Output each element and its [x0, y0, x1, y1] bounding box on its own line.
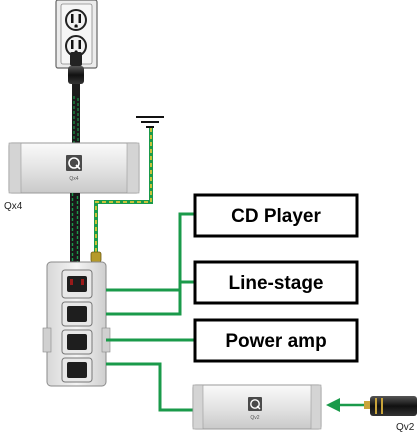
qv2-device: Qv2 — [192, 384, 322, 430]
wire-to-qv2 — [106, 362, 193, 412]
qx4-to-strip-cable — [70, 193, 80, 263]
qv2-badge-text: Qv2 — [250, 415, 259, 421]
connection-wires — [106, 212, 195, 412]
cd-player-label: CD Player — [231, 206, 321, 227]
line-stage-label: Line-stage — [228, 273, 323, 294]
wire-to-line-stage — [106, 280, 195, 316]
power-plug-icon — [68, 52, 84, 94]
power-strip — [42, 261, 111, 387]
outlet-to-qx4-cable — [72, 94, 80, 144]
qv2-label: Qv2 — [396, 422, 415, 433]
qx4-power-conditioner: Qx4 — [8, 142, 140, 194]
qx4-badge-text: Qx4 — [69, 176, 78, 182]
wire-to-cd-player — [106, 212, 195, 292]
power-amp-box: Power amp — [193, 318, 359, 363]
line-stage-box: Line-stage — [193, 260, 359, 305]
arrow-left-icon — [326, 398, 364, 412]
ground-symbol-icon — [136, 116, 164, 128]
ground-wire — [90, 128, 153, 263]
qv2-plug-icon — [364, 396, 417, 416]
qx4-logo-icon — [66, 155, 82, 171]
qx4-label: Qx4 — [4, 201, 23, 212]
cd-player-box: CD Player — [193, 193, 359, 238]
power-amp-label: Power amp — [225, 331, 326, 352]
qv2-logo-icon — [248, 397, 262, 411]
